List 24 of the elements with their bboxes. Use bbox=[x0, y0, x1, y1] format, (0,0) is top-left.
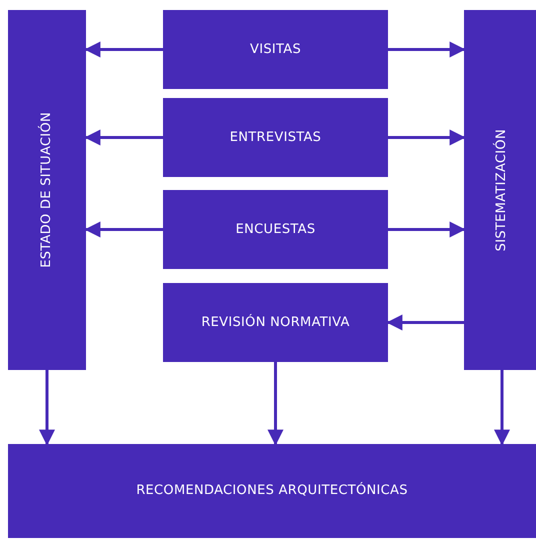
arrow bbox=[268, 362, 284, 446]
process-box bbox=[163, 98, 388, 177]
box-label: REVISIÓN NORMATIVA bbox=[201, 314, 350, 332]
arrow bbox=[388, 42, 466, 58]
box-label: ENCUESTAS bbox=[236, 220, 316, 238]
process-box bbox=[163, 10, 388, 89]
vertical-process-bar bbox=[464, 10, 536, 370]
process-box bbox=[8, 444, 536, 538]
box-label: ESTADO DE SITUACIÓN bbox=[38, 112, 56, 268]
process-box bbox=[163, 190, 388, 269]
arrow bbox=[84, 130, 163, 146]
box-label: SISTEMATIZACIÓN bbox=[493, 128, 510, 252]
arrow bbox=[39, 370, 55, 446]
arrow bbox=[84, 222, 163, 238]
arrow bbox=[388, 130, 466, 146]
vertical-process-bar bbox=[8, 10, 86, 370]
box-label: VISITAS bbox=[250, 40, 301, 58]
box-label: ENTREVISTAS bbox=[230, 128, 322, 146]
arrow bbox=[84, 42, 163, 58]
arrow bbox=[386, 314, 464, 330]
arrow bbox=[388, 222, 466, 238]
arrow bbox=[494, 370, 510, 446]
box-label: RECOMENDACIONES ARQUITECTÓNICAS bbox=[136, 482, 408, 500]
process-box bbox=[163, 283, 388, 362]
